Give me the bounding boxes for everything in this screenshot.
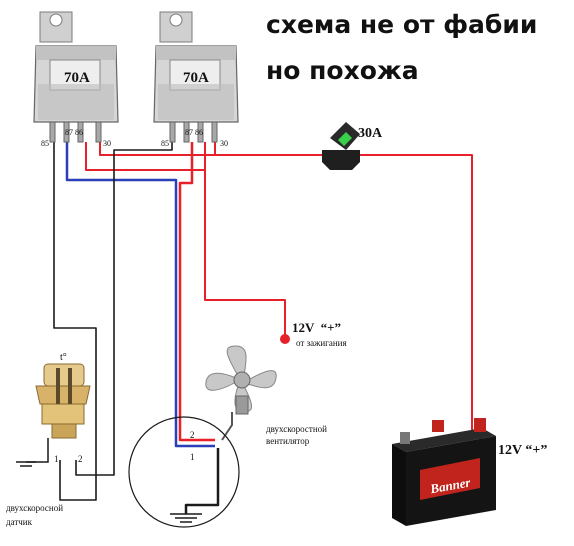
- sensor-terminal-1: 1: [54, 454, 59, 464]
- battery-icon: [392, 418, 496, 526]
- wire-fan-connector: [221, 412, 233, 441]
- ignition-voltage: 12V “+”: [292, 320, 341, 335]
- relay-1-pin-85: 85: [41, 139, 49, 148]
- ignition-terminal: 12V “+” от зажигания: [280, 320, 347, 348]
- wire-fuse-relays-30: [214, 142, 322, 156]
- wire-relay1-85-sensor: [53, 142, 97, 501]
- fan-caption-line1: двухскоростной: [266, 424, 327, 434]
- wires: [53, 142, 482, 514]
- ground-icon: [16, 461, 36, 467]
- fan-connector-circle: [128, 416, 240, 528]
- relay-icon: [153, 11, 239, 143]
- relay-2-pin-85: 85: [161, 139, 169, 148]
- battery-brand: Banner: [428, 474, 472, 496]
- relay-2-pin-87: 87: [185, 128, 193, 137]
- wire-relay2-85-sensor: [75, 142, 173, 476]
- relay-2-pin-30: 30: [220, 139, 228, 148]
- fuse-icon: [322, 122, 360, 170]
- sensor-temp-symbol: t°: [60, 352, 67, 363]
- fan: двухскоростной вентилятор 2 1: [128, 345, 327, 528]
- wire-relay1-87-fan: [65, 142, 215, 448]
- battery-voltage: 12V “+”: [498, 443, 547, 458]
- wire-ignition: [85, 142, 286, 335]
- wire-relay2-87-fan: [178, 142, 215, 442]
- fuse: 30A: [322, 122, 383, 170]
- relay-1-pin-86: 86: [75, 128, 83, 137]
- fuse-rating: 30A: [358, 126, 383, 141]
- relay-2-rating: 70A: [183, 70, 209, 86]
- sensor-caption-line1: двухскоросной: [6, 503, 63, 513]
- ignition-caption: от зажигания: [296, 338, 347, 348]
- relay-1-rating: 70A: [64, 70, 90, 86]
- relay-1-pin-87: 87: [65, 128, 73, 137]
- relay-2: 70A 85 87 86 30: [153, 11, 239, 148]
- sensor-ground-wire: [26, 438, 49, 463]
- temperature-sensor-icon: [35, 363, 91, 439]
- fan-terminal-1: 1: [190, 452, 195, 462]
- relay-1: 70A 85 87 86 30: [33, 11, 119, 148]
- title-line-1: схема не от фабии: [266, 10, 538, 39]
- relay-icon: [33, 11, 119, 143]
- fan-caption-line2: вентилятор: [266, 436, 310, 446]
- sensor: t° 1 2 двухскоросной датчик: [6, 352, 91, 527]
- battery: Banner 12V “+”: [392, 418, 547, 526]
- ground-icon: [170, 513, 202, 523]
- ignition-dot: [280, 334, 290, 344]
- sensor-caption-line2: датчик: [6, 517, 33, 527]
- relay-2-pin-86: 86: [195, 128, 203, 137]
- fan-terminal-2: 2: [190, 430, 195, 440]
- title-line-2: но похожа: [266, 56, 419, 85]
- wire-relay1-30: [99, 142, 215, 156]
- fan-icon: [205, 345, 277, 415]
- wire-fan-ground: [184, 448, 220, 514]
- sensor-terminal-2: 2: [78, 454, 83, 464]
- relay-1-pin-30: 30: [103, 139, 111, 148]
- wire-battery-fuse: [360, 154, 482, 439]
